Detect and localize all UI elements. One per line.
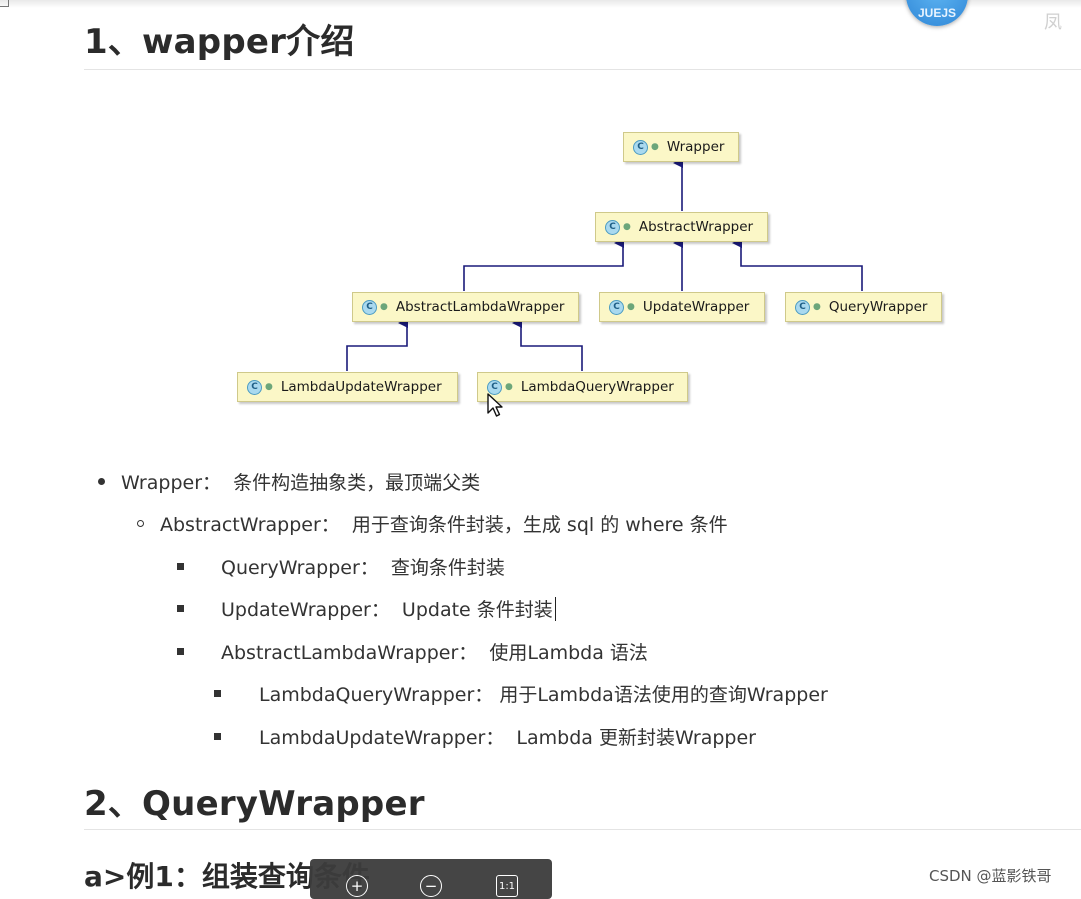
node-abstract-wrapper: C ● AbstractWrapper xyxy=(595,212,768,242)
list-item: Wrapper： 条件构造抽象类，最顶端父类 xyxy=(121,468,480,495)
list-item-desc: 条件构造抽象类，最顶端父类 xyxy=(233,472,481,494)
mouse-cursor-icon xyxy=(487,393,503,417)
bullet-square xyxy=(214,733,221,740)
node-label: QueryWrapper xyxy=(828,299,928,315)
node-label: LambdaQueryWrapper xyxy=(520,379,674,395)
class-icon: C xyxy=(609,299,624,315)
node-label: Wrapper xyxy=(666,139,725,155)
link-icon: ● xyxy=(627,302,635,312)
edge-lambda-update-to-abstract-lambda xyxy=(346,318,408,371)
edge-lambda-query-to-abstract-lambda xyxy=(512,318,583,371)
list-item-desc: 用于Lambda语法使用的查询Wrapper xyxy=(499,684,828,706)
link-icon: ● xyxy=(623,222,631,232)
list-item-name: Wrapper： xyxy=(121,472,222,494)
window-top-edge xyxy=(0,0,1081,8)
list-item: LambdaUpdateWrapper： Lambda 更新封装Wrapper xyxy=(259,723,756,750)
bullet-square xyxy=(214,690,221,697)
bullet-square xyxy=(177,605,184,612)
link-icon: ● xyxy=(505,382,513,392)
bullet-disc xyxy=(98,478,105,485)
node-lambda-query-wrapper: C ● LambdaQueryWrapper xyxy=(477,372,688,402)
text-caret xyxy=(554,597,556,621)
list-item-name: UpdateWrapper： xyxy=(221,599,390,621)
list-item-name: AbstractWrapper： xyxy=(160,514,340,536)
class-icon: C xyxy=(605,219,620,235)
bullet-circle xyxy=(137,520,144,527)
edge-query-to-abstract xyxy=(732,238,863,291)
link-icon: ● xyxy=(380,302,388,312)
list-item-desc: Lambda 更新封装Wrapper xyxy=(516,727,756,749)
corner-faded-text: 凤 xyxy=(1044,12,1062,33)
list-item: AbstractLambdaWrapper： 使用Lambda 语法 xyxy=(221,638,648,665)
bullet-square xyxy=(177,648,184,655)
list-item: AbstractWrapper： 用于查询条件封装，生成 sql 的 where… xyxy=(160,510,728,537)
node-label: AbstractLambdaWrapper xyxy=(395,299,565,315)
section-title-querywrapper: 2、QueryWrapper xyxy=(84,784,425,824)
class-icon: C xyxy=(795,299,810,315)
node-abstract-lambda-wrapper: C ● AbstractLambdaWrapper xyxy=(352,292,579,322)
edge-abstract-lambda-to-abstract xyxy=(463,238,624,291)
list-item: UpdateWrapper： Update 条件封装 xyxy=(221,595,556,622)
list-item-desc: 使用Lambda 语法 xyxy=(489,642,648,664)
class-icon: C xyxy=(362,299,377,315)
section-divider xyxy=(84,69,1081,70)
section-divider xyxy=(84,829,1081,830)
node-label: LambdaUpdateWrapper xyxy=(280,379,442,395)
node-label: UpdateWrapper xyxy=(642,299,750,315)
list-item-desc: 用于查询条件封装，生成 sql 的 where 条件 xyxy=(351,514,728,536)
class-icon: C xyxy=(247,379,262,395)
list-item-desc: Update 条件封装 xyxy=(401,599,553,621)
bullet-square xyxy=(177,563,184,570)
csdn-watermark: CSDN @蓝影铁哥 xyxy=(929,867,1052,885)
link-icon: ● xyxy=(651,142,659,152)
badge-text: JUEJS xyxy=(917,6,957,20)
section-title-wrapper-intro: 1、wapper介绍 xyxy=(84,22,355,62)
node-wrapper: C ● Wrapper xyxy=(623,132,739,162)
image-viewer-toolbar: + − 1:1 xyxy=(310,859,552,899)
node-update-wrapper: C ● UpdateWrapper xyxy=(599,292,765,322)
node-label: AbstractWrapper xyxy=(638,219,754,235)
list-item-desc: 查询条件封装 xyxy=(390,557,505,579)
node-query-wrapper: C ● QueryWrapper xyxy=(785,292,942,322)
list-item: QueryWrapper： 查询条件封装 xyxy=(221,553,505,580)
list-item-name: LambdaQueryWrapper： xyxy=(259,684,494,706)
floating-badge[interactable]: JUEJS xyxy=(906,0,968,26)
node-lambda-update-wrapper: C ● LambdaUpdateWrapper xyxy=(237,372,458,402)
list-item-name: QueryWrapper： xyxy=(221,557,379,579)
link-icon: ● xyxy=(813,302,821,312)
list-item: LambdaQueryWrapper： 用于Lambda语法使用的查询Wrapp… xyxy=(259,680,828,707)
window-corner-icon xyxy=(0,0,9,7)
class-icon: C xyxy=(633,139,648,155)
list-item-name: AbstractLambdaWrapper： xyxy=(221,642,478,664)
class-icon: C xyxy=(487,379,502,395)
link-icon: ● xyxy=(265,382,273,392)
list-item-name: LambdaUpdateWrapper： xyxy=(259,727,505,749)
